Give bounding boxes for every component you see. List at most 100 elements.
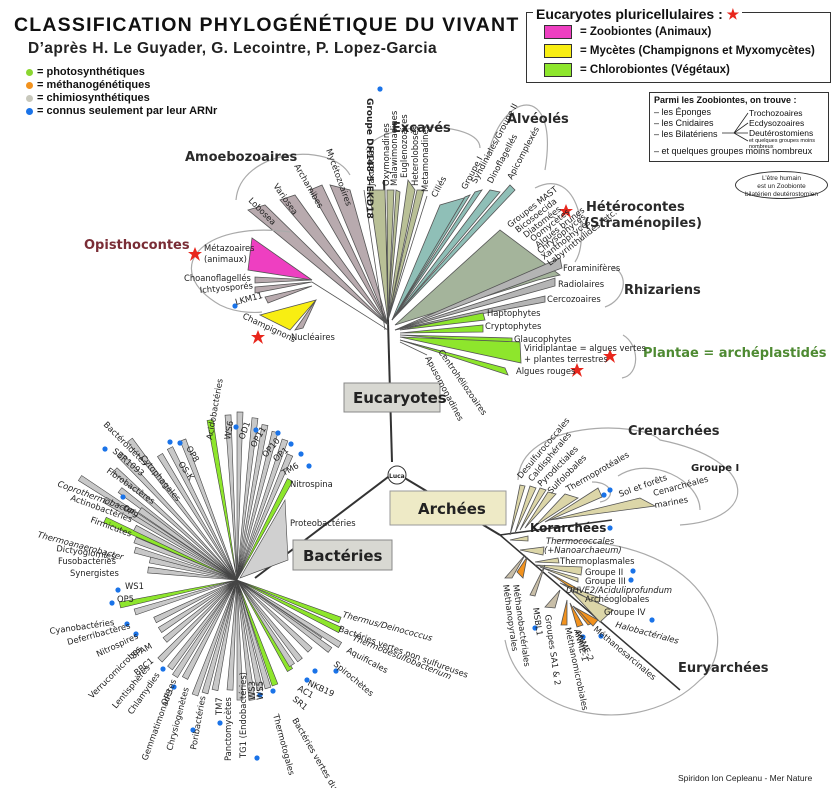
legend-item-methanogenic: = méthanogénétiques (26, 79, 217, 92)
branch-thermoproteales (534, 493, 579, 527)
bacteria-branch (153, 579, 238, 624)
group-heterocontes: Hétérocontes (586, 200, 685, 215)
grey-dot-icon (26, 95, 33, 102)
blue-dot-icon (232, 303, 238, 309)
info-item: – et quelques groupes moins nombreux (654, 146, 813, 156)
bacteria-branch (119, 579, 238, 609)
arc-alveoles (486, 104, 548, 171)
taxon-label: TG1 (Endobactéries) (238, 672, 248, 759)
luca-node: Luca (387, 465, 407, 485)
bacteria-branch (236, 579, 343, 648)
branch-champignons (258, 299, 318, 331)
clade-arcs (190, 104, 739, 716)
taxon-label: TM7 (214, 697, 224, 716)
branch-halobacteriales (569, 589, 614, 623)
bacteria-branch (236, 424, 269, 581)
bacteria-branch (211, 579, 238, 691)
arc-excaves (365, 126, 481, 151)
euryarchaea-stem (499, 534, 681, 691)
taxon-label: Algues rouges (516, 366, 575, 376)
blue-dot-icon (601, 492, 607, 498)
zoobiontes-info-box: Parmi les Zoobiontes, on trouve : – les … (649, 92, 829, 162)
bacteria-branch (236, 579, 295, 668)
branch-jakobides (368, 189, 389, 321)
branch-methanomicrobiales (560, 599, 568, 626)
blue-dot-icon (120, 494, 126, 500)
legend-item-mycetes: = Mycètes (Champignons et Myxomycètes) (544, 44, 815, 58)
taxon-label: (+Nanoarchaeum) (544, 545, 622, 555)
branch-euglenozoaires (387, 178, 416, 321)
group-excaves: Excavés (392, 121, 451, 136)
bacteria-branch (226, 579, 238, 691)
blue-dot-icon (532, 625, 538, 631)
taxon-label: Archéoglobales (585, 594, 649, 604)
bacteria-branch-proteobacteries (239, 498, 289, 579)
branch-dh148 (363, 189, 386, 331)
taxon-label: Groupes SA1 & 2 (543, 614, 563, 686)
taxon-label: LKM11 (234, 290, 264, 307)
opisthokont-stem (311, 281, 389, 331)
bacteria-branch (236, 478, 294, 581)
blue-dot-icon (109, 600, 115, 606)
taxon-label: Nitrospina (290, 479, 333, 489)
bacteria-branch (236, 579, 272, 690)
branch-methanobacteriales (516, 556, 528, 579)
bacteria-branches (77, 411, 343, 701)
branch-centroheliozoaires (399, 339, 438, 351)
taxon-label: Foraminifères (563, 263, 620, 273)
taxon-label: Métazoaires (204, 243, 255, 253)
crenarchaea-stem (499, 519, 613, 536)
blue-dot-icon (190, 727, 196, 733)
note-line: bilatérien deutérostomien (745, 191, 818, 198)
bacteria-branch (157, 453, 238, 581)
branch-archeoglobales (559, 582, 601, 605)
page-title: CLASSIFICATION PHYLOGÉNÉTIQUE DU VIVANT (14, 14, 520, 36)
branch-sulfolobales (524, 491, 557, 529)
blue-dot-icon (167, 439, 173, 445)
taxon-label: Thermococcales (546, 536, 615, 546)
bacteria-branch (133, 524, 238, 581)
taxon-label: Ichtyosporés (199, 280, 253, 295)
branch-thermoplasmales (534, 557, 560, 564)
bacteria-branch (112, 467, 238, 581)
info-item: – les Cnidaires (654, 118, 714, 128)
legend-label: = Zoobiontes (Animaux) (580, 26, 712, 38)
star-icon (559, 204, 573, 218)
bacteria-branch (147, 566, 238, 581)
eukaryote-branches (247, 178, 563, 376)
blue-dot-icon (580, 634, 586, 640)
branch-methanopyrales (504, 554, 526, 579)
group-opisthocontes: Opisthocontes (84, 238, 190, 253)
bacteria-branch (236, 579, 244, 701)
bacteria-branch (236, 579, 256, 701)
branch-sol-forets (544, 487, 603, 523)
taxon-label: Jakobidés (366, 146, 376, 187)
blue-dot-icon (253, 427, 259, 433)
taxon-label: + plantes terrestres (524, 354, 608, 364)
bacteria-branch (181, 579, 238, 680)
branch-cenarcheales (549, 497, 657, 521)
blue-dot-icon (630, 568, 636, 574)
branch-heterolobosees (387, 189, 425, 321)
bacteria-branch (206, 419, 238, 581)
blue-dot-icon (177, 440, 183, 446)
taxon-label: Groupe II (585, 567, 623, 577)
blue-dot-icon (607, 525, 613, 531)
blue-dot-icon (275, 430, 281, 436)
branch-syndiniales (391, 189, 483, 321)
blue-dot-icon (257, 692, 263, 698)
taxon-label: Cercozoaires (547, 294, 601, 304)
arc-plantae (621, 334, 637, 379)
branch-ichtyospores (254, 281, 313, 294)
blue-dot-icon (217, 720, 223, 726)
branch-desulfurococcales (509, 484, 526, 536)
green-dot-icon (26, 69, 33, 76)
bacteria-branch (236, 579, 342, 624)
taxon-label: Radiolaires (558, 279, 604, 289)
bacteria-branch (162, 579, 238, 643)
bacteria-branch (179, 438, 238, 581)
legend-label: = Mycètes (Champignons et Myxomycètes) (580, 45, 815, 57)
taxon-label: WS1 (125, 581, 144, 591)
arc-opisthocontes (190, 229, 291, 314)
taxon-label: Metamonadines (420, 125, 430, 192)
